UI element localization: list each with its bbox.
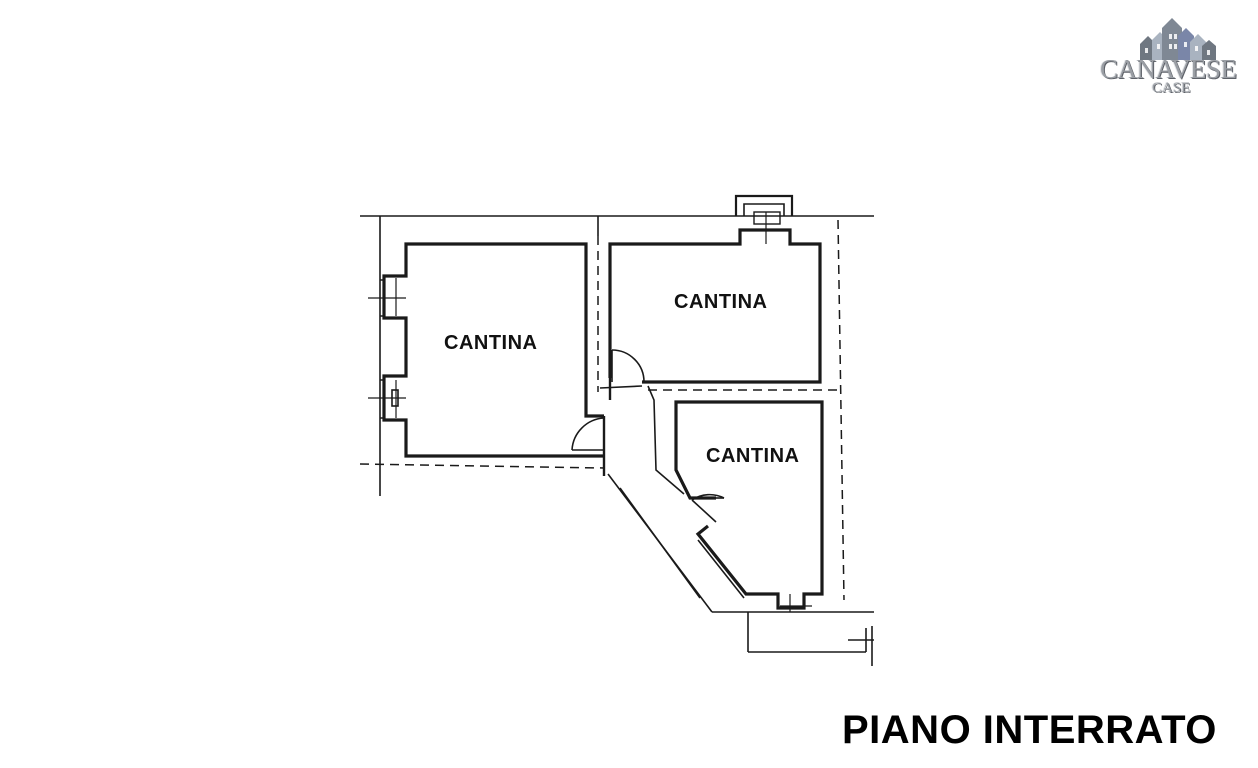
room-label-cantina-northeast: CANTINA — [674, 291, 768, 313]
room-label-cantina-southeast: CANTINA — [706, 445, 800, 467]
dashed-boundaries — [359, 219, 845, 601]
logo-wordmark: CANAVESE — [1100, 54, 1237, 84]
cellar-southeast-walls — [619, 385, 824, 612]
houses-logo-icon — [1140, 18, 1216, 60]
corridor-walls — [602, 378, 612, 476]
door-northeast-cellar — [611, 349, 645, 383]
door-west-cellar — [571, 417, 605, 452]
cellar-northeast-walls — [599, 194, 822, 389]
canavese-case-logo: CANAVESE CASE — [1096, 14, 1246, 100]
door-southeast-cellar — [691, 493, 725, 523]
room-label-cantina-west: CANTINA — [444, 332, 538, 354]
logo-subtitle: CASE — [1152, 80, 1191, 96]
building-outline — [360, 215, 874, 666]
cellar-west-walls — [368, 242, 604, 458]
floor-title: PIANO INTERRATO — [842, 708, 1217, 752]
